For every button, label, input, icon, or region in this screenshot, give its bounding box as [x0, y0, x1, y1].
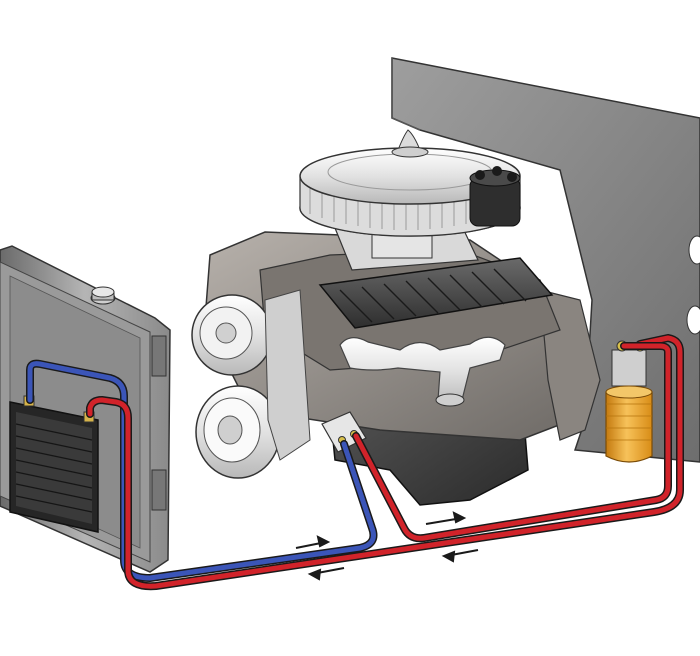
air-cleaner [299, 129, 521, 237]
flow-arrow [307, 567, 345, 581]
valve-cover [318, 257, 554, 329]
water-pump-pulley [191, 294, 273, 376]
radiator-cap [90, 286, 116, 305]
engine [191, 217, 601, 506]
distributor [469, 166, 521, 227]
flow-arrow [295, 535, 331, 549]
crank-pulley [195, 385, 281, 479]
flow-arrow [425, 511, 467, 525]
flow-arrow [441, 549, 479, 563]
oil-cooler [9, 395, 99, 533]
remote-oil-filter [605, 340, 653, 463]
exhaust-manifold [339, 336, 506, 407]
hot-oil-line [86, 334, 684, 591]
